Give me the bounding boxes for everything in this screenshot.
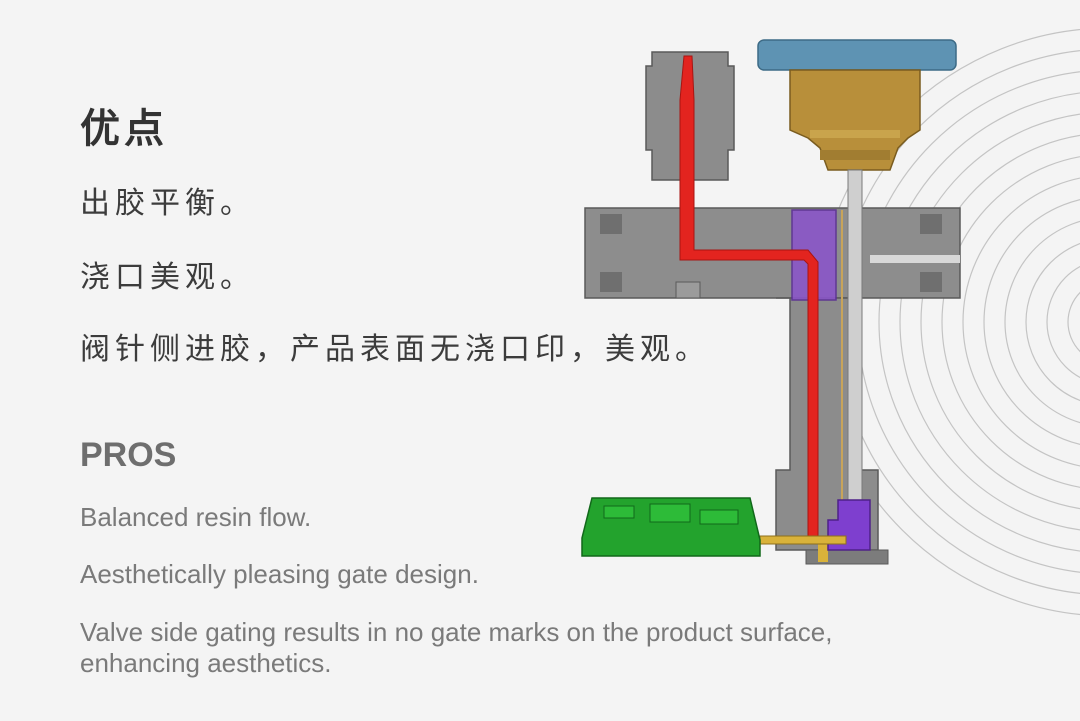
ring [1046, 265, 1080, 379]
ring [920, 134, 1080, 510]
zh-title: 优点 [80, 106, 168, 152]
side-gate-channel [759, 535, 847, 545]
ring [1067, 291, 1080, 353]
ring [962, 177, 1080, 467]
actuator-body [789, 69, 921, 171]
en-line-side-gating-1: Valve side gating results in no gate mar… [80, 617, 833, 647]
ring [941, 156, 1080, 488]
en-line-balanced-flow: Balanced resin flow. [80, 502, 312, 532]
en-title: PROS [80, 436, 177, 474]
valve-pin [847, 169, 863, 521]
en-line-side-gating: Valve side gating results in no gate mar… [80, 617, 833, 679]
ring [983, 199, 1080, 445]
en-line-side-gating-2: enhancing aesthetics. [80, 648, 332, 678]
ring [1025, 242, 1080, 402]
ring [899, 113, 1080, 531]
ring [1004, 220, 1080, 424]
zh-line-side-gating: 阀针侧进胶，产品表面无浇口印，美观。 [80, 332, 710, 367]
zh-line-balanced-flow: 出胶平衡。 [80, 186, 255, 221]
en-line-gate-aesthetics: Aesthetically pleasing gate design. [80, 559, 479, 589]
valve-gate-hot-runner-icon [581, 39, 961, 565]
zh-line-gate-aesthetics: 浇口美观。 [80, 260, 255, 295]
actuator-cap [757, 39, 957, 71]
ring [878, 92, 1080, 552]
